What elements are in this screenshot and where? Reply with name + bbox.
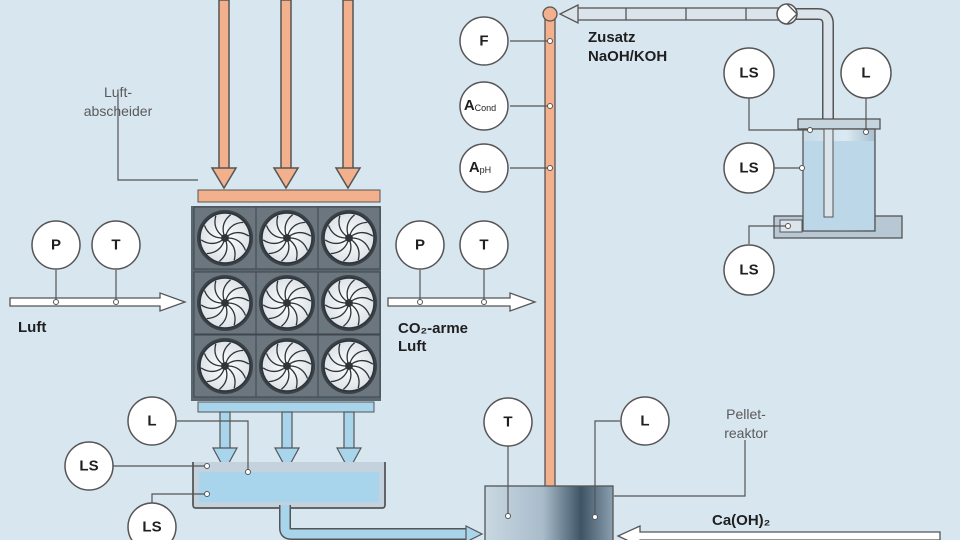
instrument-label: ACond [464,97,496,114]
air-separator-label-1: Luft- [104,84,132,100]
instrument-outlet-temperature: T [459,220,509,270]
instrument-reactor-level: L [620,396,670,446]
co2-lean-label-1: CO₂-arme [398,320,468,337]
pellet-reactor [484,485,614,540]
air-inlet-arrow [9,292,187,312]
fan-icon [317,334,381,398]
fan-icon [255,271,319,335]
instrument-label: T [111,237,120,254]
pellet-reactor-label-2: reaktor [724,425,768,441]
instrument-tank-level: L [840,47,892,99]
lime-inlet-arrow [616,524,941,540]
fan-icon [193,271,257,335]
fan-icon [255,334,319,398]
dosing-pump [776,3,798,25]
instrument-connections [55,40,867,523]
fan-icon [317,271,381,335]
distributor-bar [197,189,381,203]
tap-points [53,38,869,520]
air-separator-label-2: abscheider [84,103,153,119]
instrument-tank-ls-lower: LS [723,244,775,296]
drain-arrows [211,411,363,472]
fan-icon [193,206,257,270]
collection-basin [192,462,386,509]
instrument-label: T [503,414,512,431]
fan-icon [255,206,319,270]
instrument-label: LS [739,160,758,177]
fan-block [191,206,381,401]
pellet-reactor-label-1: Pellet- [726,406,766,422]
additive-label-2: NaOH/KOH [588,48,667,65]
lime-label: Ca(OH)₂ [712,512,770,529]
instrument-flow: F [459,16,509,66]
instrument-label: L [147,413,156,430]
instrument-conductivity: ACond [459,81,509,131]
fan-icon [317,206,381,270]
instrument-basin-ls-lower: LS [127,502,177,540]
instrument-inlet-temperature: T [91,220,141,270]
instrument-label: LS [142,519,161,536]
instrument-ph: ApH [459,143,509,193]
instrument-label: LS [739,65,758,82]
instrument-label: L [861,65,870,82]
instrument-label: LS [79,458,98,475]
injection-point [542,6,558,22]
co2-lean-label-2: Luft [398,338,426,355]
instrument-label: T [479,237,488,254]
additive-line [558,3,834,216]
feed-arrows [210,0,362,190]
riser-pipe [544,13,556,491]
labels: Luft- abscheider Luft CO₂-arme Luft Zusa… [18,29,770,529]
fan-icon [193,334,257,398]
instrument-reactor-temperature: T [483,397,533,447]
air-outlet-arrow [387,292,537,312]
air-inlet-label: Luft [18,319,46,336]
instrument-basin-level: L [127,396,177,446]
instrument-outlet-pressure: P [395,220,445,270]
instrument-label: P [51,237,61,254]
instrument-label: LS [739,262,758,279]
instrument-label: F [479,33,488,50]
instrument-basin-ls-upper: LS [64,441,114,491]
instrument-label: L [640,413,649,430]
instrument-inlet-pressure: P [31,220,81,270]
additive-label-1: Zusatz [588,29,636,46]
additive-tank [773,118,903,239]
instrument-label: P [415,237,425,254]
instrument-tank-ls-upper: LS [723,47,775,99]
collector-band [197,401,375,413]
instrument-label: ApH [469,159,491,176]
instrument-tank-ls-mid: LS [723,142,775,194]
